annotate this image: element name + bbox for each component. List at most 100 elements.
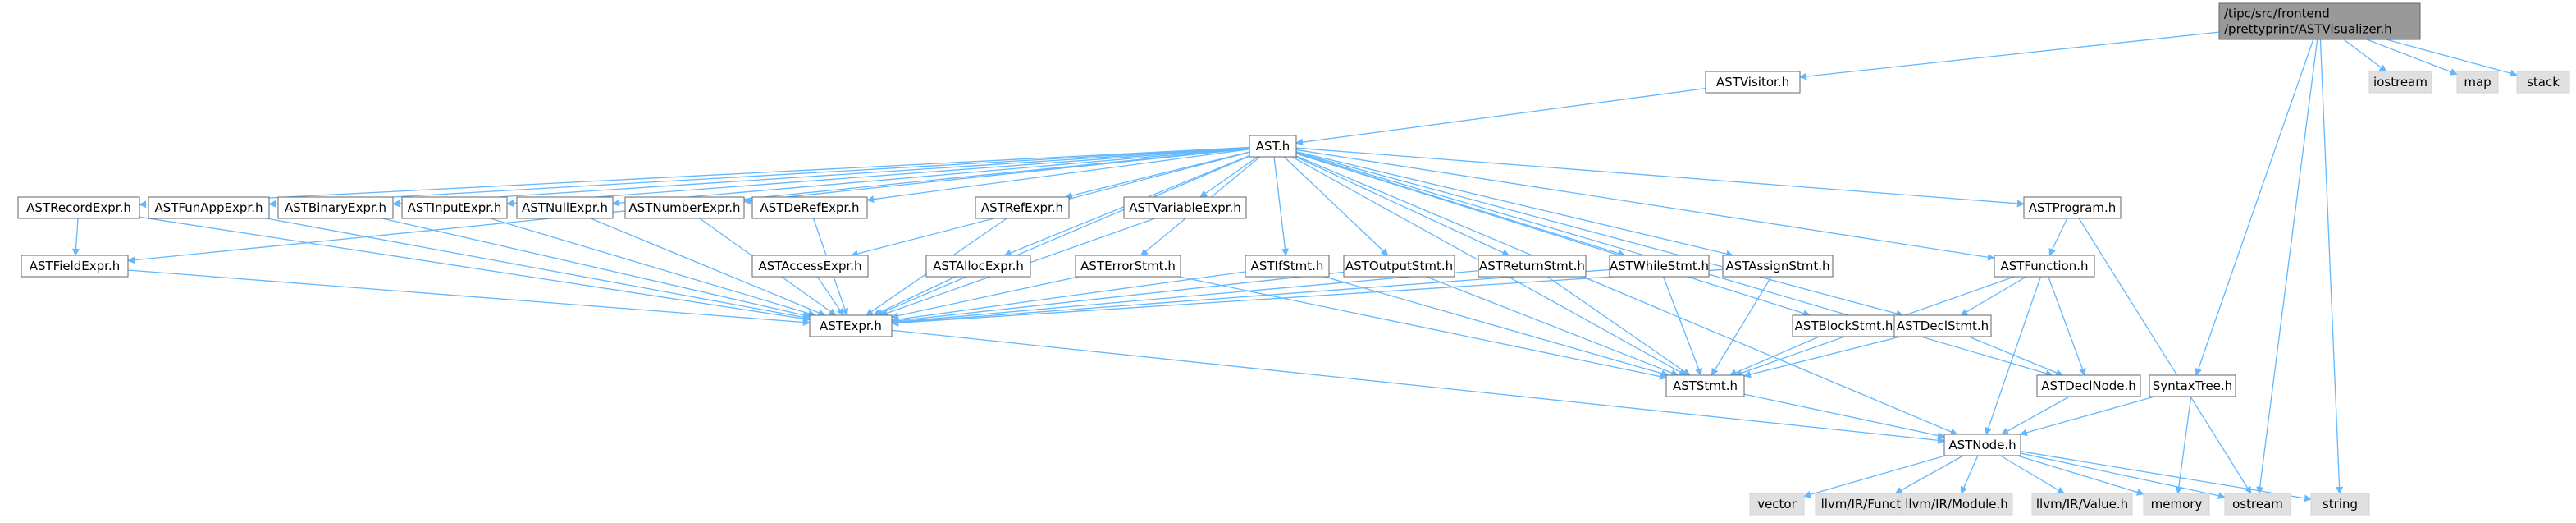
node-map: map bbox=[2456, 71, 2499, 94]
node-ostream: ostream bbox=[2224, 493, 2291, 516]
node-vector: vector bbox=[1749, 493, 1805, 516]
node-derefexpr[interactable]: ASTDeRefExpr.h bbox=[751, 196, 868, 219]
edge-root-to-astvisitor bbox=[1799, 31, 2220, 80]
node-numberexpr[interactable]: ASTNumberExpr.h bbox=[624, 196, 745, 219]
node-label: ASTDeclStmt.h bbox=[1897, 319, 1989, 333]
node-label: /tipc/src/frontend bbox=[2224, 7, 2330, 21]
node-declstmt[interactable]: ASTDeclStmt.h bbox=[1893, 314, 1992, 337]
edge-node-to-llvmfunction bbox=[1894, 455, 1964, 494]
node-box bbox=[516, 196, 614, 219]
node-errorstmt[interactable]: ASTErrorStmt.h bbox=[1075, 255, 1181, 278]
node-declnode[interactable]: ASTDeclNode.h bbox=[2036, 374, 2141, 397]
node-fieldexpr[interactable]: ASTFieldExpr.h bbox=[21, 255, 129, 278]
edge-node-to-ostream bbox=[2020, 452, 2226, 500]
node-outputstmt[interactable]: ASTOutputStmt.h bbox=[1343, 255, 1455, 278]
node-returnstmt[interactable]: ASTReturnStmt.h bbox=[1478, 255, 1587, 278]
node-box bbox=[975, 196, 1070, 219]
node-label: ASTAssignStmt.h bbox=[1725, 259, 1829, 273]
edge-whilestmt-to-stmt bbox=[1662, 276, 1702, 376]
edge-node-to-llvmvalue bbox=[2000, 455, 2065, 494]
edge-ast-to-function bbox=[1295, 149, 1995, 261]
node-allocexpr[interactable]: ASTAllocExpr.h bbox=[925, 255, 1031, 278]
node-llvmmodule: llvm/IR/Module.h bbox=[1900, 493, 2013, 516]
node-label: ostream bbox=[2232, 497, 2283, 512]
node-label: ASTExpr.h bbox=[820, 319, 882, 333]
node-box bbox=[1893, 314, 1992, 337]
node-label: ASTVisitor.h bbox=[1716, 75, 1789, 89]
edge-declstmt-to-stmt bbox=[1743, 336, 1901, 378]
node-box bbox=[2456, 71, 2499, 94]
edge-node-to-memory bbox=[2017, 455, 2144, 496]
node-astvisitor[interactable]: ASTVisitor.h bbox=[1705, 71, 1801, 94]
node-label: ASTFunAppExpr.h bbox=[154, 200, 263, 215]
edge-root-to-stack bbox=[2386, 39, 2518, 77]
node-box bbox=[809, 314, 893, 337]
node-syntaxtree[interactable]: SyntaxTree.h bbox=[2149, 374, 2236, 397]
edge-ast-to-nullexpr bbox=[612, 147, 1250, 207]
node-binaryexpr[interactable]: ASTBinaryExpr.h bbox=[277, 196, 394, 219]
node-box bbox=[1478, 255, 1587, 278]
node-refexpr[interactable]: ASTRefExpr.h bbox=[975, 196, 1070, 219]
node-label: ASTRecordExpr.h bbox=[26, 200, 131, 215]
node-label: ASTRefExpr.h bbox=[981, 200, 1063, 215]
node-label: SyntaxTree.h bbox=[2153, 378, 2232, 393]
node-whilestmt[interactable]: ASTWhileStmt.h bbox=[1609, 255, 1710, 278]
node-root[interactable]: /tipc/src/frontend/prettyprint/ASTVisual… bbox=[2218, 2, 2421, 40]
node-box bbox=[2031, 493, 2133, 516]
edge-root-to-map bbox=[2366, 39, 2458, 76]
node-label: ASTAccessExpr.h bbox=[758, 259, 861, 273]
edge-blockstmt-to-stmt bbox=[1729, 336, 1820, 376]
edge-ast-to-ifstmt bbox=[1273, 156, 1289, 256]
node-box bbox=[1722, 255, 1834, 278]
node-box bbox=[401, 196, 508, 219]
node-box bbox=[2516, 71, 2570, 94]
node-expr[interactable]: ASTExpr.h bbox=[809, 314, 893, 337]
node-box bbox=[2143, 493, 2210, 516]
node-box bbox=[21, 255, 129, 278]
edge-declstmt-to-declnode bbox=[1968, 336, 2064, 377]
edge-ast-to-derefexpr bbox=[866, 149, 1250, 204]
node-stack: stack bbox=[2516, 71, 2570, 94]
node-box bbox=[1075, 255, 1181, 278]
node-box bbox=[1792, 314, 1896, 337]
edge-root-to-string bbox=[2319, 39, 2344, 494]
node-function[interactable]: ASTFunction.h bbox=[1994, 255, 2095, 278]
node-label: stack bbox=[2527, 75, 2560, 89]
node-label: ASTAllocExpr.h bbox=[933, 259, 1024, 273]
node-box bbox=[1749, 493, 1805, 516]
node-label: ASTProgram.h bbox=[2029, 200, 2117, 215]
node-inputexpr[interactable]: ASTInputExpr.h bbox=[401, 196, 508, 219]
node-label: string bbox=[2323, 497, 2358, 512]
node-string: string bbox=[2310, 493, 2370, 516]
node-box bbox=[1245, 255, 1330, 278]
node-variableexpr[interactable]: ASTVariableExpr.h bbox=[1123, 196, 1247, 219]
node-program[interactable]: ASTProgram.h bbox=[2023, 196, 2122, 219]
node-assignstmt[interactable]: ASTAssignStmt.h bbox=[1722, 255, 1834, 278]
edge-ast-to-blockstmt bbox=[1295, 153, 1811, 317]
node-ast[interactable]: AST.h bbox=[1249, 135, 1297, 158]
node-nullexpr[interactable]: ASTNullExpr.h bbox=[516, 196, 614, 219]
node-recordexpr[interactable]: ASTRecordExpr.h bbox=[17, 196, 140, 219]
node-blockstmt[interactable]: ASTBlockStmt.h bbox=[1792, 314, 1896, 337]
node-llvmvalue: llvm/IR/Value.h bbox=[2031, 493, 2133, 516]
node-stmt[interactable]: ASTStmt.h bbox=[1665, 374, 1745, 397]
node-accessexpr[interactable]: ASTAccessExpr.h bbox=[751, 255, 869, 278]
node-box bbox=[925, 255, 1031, 278]
node-box bbox=[2310, 493, 2370, 516]
edge-ast-to-outputstmt bbox=[1283, 156, 1389, 256]
edge-returnstmt-to-stmt bbox=[1546, 276, 1691, 376]
edge-outputstmt-to-stmt bbox=[1426, 276, 1679, 377]
node-box bbox=[1123, 196, 1247, 219]
node-label: iostream bbox=[2373, 75, 2428, 89]
edge-recordexpr-to-expr bbox=[139, 216, 811, 323]
edge-ast-to-variableexpr bbox=[1199, 156, 1258, 198]
node-label: ASTNode.h bbox=[1948, 438, 2016, 452]
node-node[interactable]: ASTNode.h bbox=[1943, 434, 2021, 456]
edge-accessexpr-to-expr bbox=[816, 276, 844, 316]
node-label: ASTIfStmt.h bbox=[1251, 259, 1324, 273]
edge-astvisitor-to-ast bbox=[1295, 88, 1706, 146]
node-ifstmt[interactable]: ASTIfStmt.h bbox=[1245, 255, 1330, 278]
nodes: /tipc/src/frontend/prettyprint/ASTVisual… bbox=[17, 2, 2570, 516]
node-funappexpr[interactable]: ASTFunAppExpr.h bbox=[148, 196, 270, 219]
node-label: ASTInputExpr.h bbox=[408, 200, 502, 215]
